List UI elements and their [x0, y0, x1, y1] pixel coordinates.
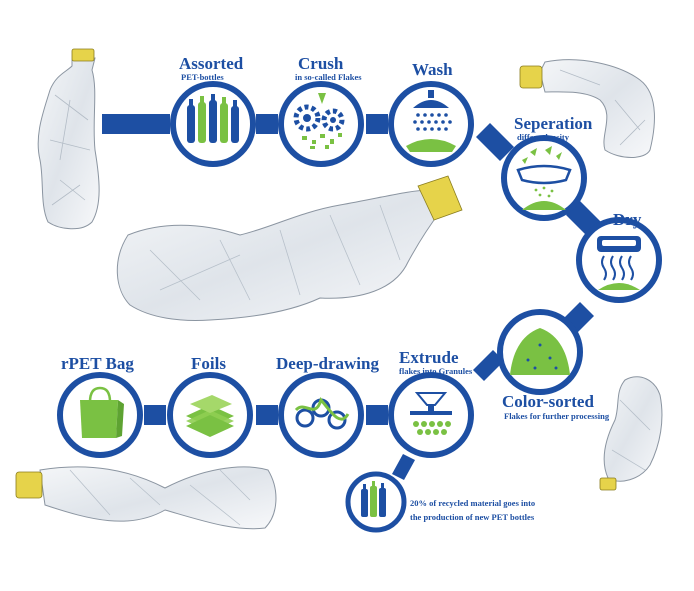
step-foils-icon	[167, 372, 253, 458]
step-dry-icon	[576, 217, 662, 303]
connector-deepdrawing-foils	[256, 405, 278, 425]
step-rpet-bag-icon	[57, 372, 143, 458]
connector-assorted-crush	[256, 114, 278, 134]
step-assorted-icon	[170, 81, 256, 167]
step-extrude-subtitle: flakes into Granules	[399, 366, 473, 376]
step-color-sorted-icon	[497, 309, 583, 395]
step-assorted-subtitle: PET-bottles	[181, 72, 224, 82]
step-color-sorted-title: Color-sorted	[502, 392, 594, 411]
step-crush-icon	[278, 81, 364, 167]
crumpled-bottle-top-left	[37, 48, 100, 230]
connector-extrude-deepdrawing	[366, 405, 388, 425]
connector-foils-bag	[144, 405, 166, 425]
crumpled-bottle-right	[599, 376, 663, 491]
step-assorted-title: Assorted	[179, 54, 244, 73]
step-separation-icon	[501, 135, 587, 221]
step-deep-drawing-title: Deep-drawing	[276, 354, 379, 373]
note-bottles-icon	[345, 471, 407, 533]
step-separation-title: Seperation	[514, 114, 593, 133]
crumpled-bottle-top-right	[519, 59, 655, 158]
recycled-note-line-1: 20% of recycled material goes into	[410, 498, 536, 508]
step-extrude-title: Extrude	[399, 348, 459, 367]
crumpled-bottle-bottom-left	[15, 466, 277, 530]
step-extrude-icon	[388, 372, 474, 458]
connector-extrude-note	[392, 454, 415, 480]
flow-connectors	[102, 114, 601, 480]
connector-colorsorted-extrude	[473, 350, 504, 381]
recycled-note: 20% of recycled material goes into the p…	[410, 496, 535, 524]
step-separation-subtitle: differe density	[517, 132, 570, 142]
step-deep-drawing-icon	[278, 372, 364, 458]
step-rpet-bag-title: rPET Bag	[61, 354, 134, 373]
connector-wash-separation	[476, 123, 514, 161]
crumpled-bottle-center	[116, 175, 463, 321]
step-crush-subtitle: in so-called Flakes	[295, 72, 362, 82]
connector-bottle-assorted	[102, 114, 170, 134]
recycled-note-line-2: the production of new PET bottles	[410, 512, 535, 522]
step-wash-icon	[388, 81, 474, 167]
step-color-sorted-subtitle: Flakes for further processing	[504, 411, 610, 421]
step-wash-title: Wash	[412, 60, 453, 79]
step-dry-title: Dry	[613, 210, 642, 229]
step-foils-title: Foils	[191, 354, 226, 373]
connector-crush-wash	[366, 114, 388, 134]
step-crush-title: Crush	[298, 54, 344, 73]
